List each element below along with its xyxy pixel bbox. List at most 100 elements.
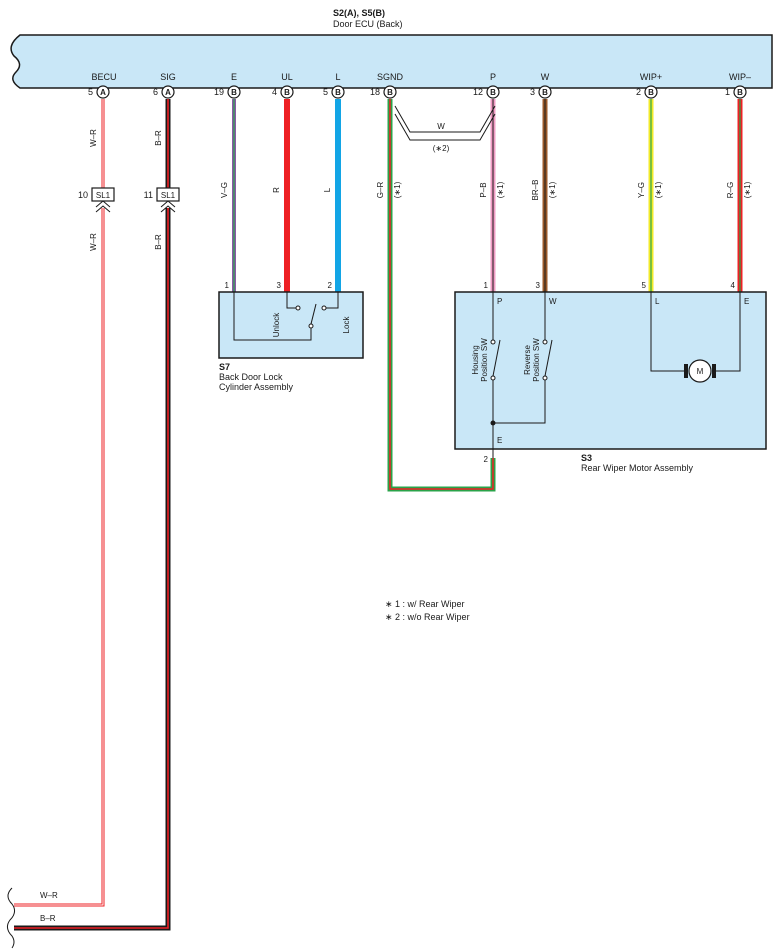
pin-connector-e — [227, 85, 241, 99]
wire-label-wip-minus: R–G — [726, 182, 735, 198]
pin-num-sig: 6 — [153, 87, 158, 97]
pin-connector-l — [331, 85, 345, 99]
pin-connector-ul — [280, 85, 294, 99]
lock-box — [218, 291, 364, 359]
wire-note-sgnd: (∗1) — [393, 181, 402, 198]
wire-sig — [14, 99, 171, 931]
pin-label-wip-minus: WIP– — [729, 72, 751, 82]
motor-ref: S3 — [581, 453, 592, 463]
pin-conn-e: B — [231, 88, 237, 97]
pin-num-ul: 4 — [272, 87, 277, 97]
rear-wiper-motor-assembly: 1 3 5 4 2 P W L E E Housing Position SW … — [454, 281, 767, 473]
wire-becu — [14, 99, 105, 907]
bottom-wire-label-1: W–R — [40, 891, 58, 900]
pin-connector-sgnd — [383, 85, 397, 99]
pin-conn-l: B — [335, 88, 341, 97]
wire-label-ul: R — [272, 187, 281, 193]
splice-connector-10: 10 SL1 — [78, 187, 115, 213]
pin-terminals: 5 A 6 A 19 B 4 B 5 B 18 B 12 B 3 B 2 B 1… — [88, 85, 747, 99]
splice-num-10: 10 — [78, 190, 88, 200]
wire-label-wip-plus: Y–G — [637, 182, 646, 198]
motor-term-l: L — [655, 297, 660, 306]
motor-pin-2: 2 — [484, 455, 489, 464]
ecu-name: Door ECU (Back) — [333, 19, 403, 29]
lock-ref: S7 — [219, 362, 230, 372]
pin-conn-sig: A — [165, 88, 171, 97]
pin-num-p: 12 — [473, 87, 483, 97]
motor-pin-1: 1 — [484, 281, 489, 290]
wire-note-w: (∗1) — [548, 181, 557, 198]
lock-name-2: Cylinder Assembly — [219, 382, 294, 392]
splice-name-11: SL1 — [161, 191, 176, 200]
motor-m-label: M — [697, 367, 704, 376]
lock-unlock-label: Unlock — [272, 312, 281, 337]
pin-label-w: W — [541, 72, 550, 82]
pin-conn-wip-minus: B — [737, 88, 743, 97]
splice-connector-11: 11 SL1 — [144, 187, 180, 213]
ecu-box — [10, 34, 773, 89]
wire-sgnd — [387, 99, 496, 492]
lock-pin-3: 3 — [277, 281, 282, 290]
pin-connector-sig — [161, 85, 175, 99]
wire-label-sgnd: G–R — [376, 182, 385, 199]
pin-label-sgnd: SGND — [377, 72, 404, 82]
ecu-ref: S2(A), S5(B) — [333, 8, 385, 18]
motor-name: Rear Wiper Motor Assembly — [581, 463, 694, 473]
pin-num-wip-minus: 1 — [725, 87, 730, 97]
wire-label-e: V–G — [220, 182, 229, 198]
pin-conn-p: B — [490, 88, 496, 97]
pin-connector-wip-plus — [644, 85, 658, 99]
pin-labels: BECU SIG E UL L SGND P W WIP+ WIP– — [91, 72, 751, 82]
motor-term-e-bottom: E — [497, 436, 502, 445]
motor-term-p: P — [497, 297, 502, 306]
pin-num-e: 19 — [214, 87, 224, 97]
lock-pin-2: 2 — [328, 281, 333, 290]
wire-label-p: P–B — [479, 182, 488, 197]
splice-name-10: SL1 — [96, 191, 111, 200]
motor-pin-5: 5 — [642, 281, 647, 290]
note-1: ∗ 1 : w/ Rear Wiper — [385, 599, 465, 609]
pin-num-becu: 5 — [88, 87, 93, 97]
lock-pin-1: 1 — [225, 281, 230, 290]
pin-label-sig: SIG — [160, 72, 176, 82]
note-2: ∗ 2 : w/o Rear Wiper — [385, 612, 470, 622]
wire-label-sig-top: B–R — [154, 130, 163, 146]
bypass-label: W — [437, 122, 445, 131]
lock-name-1: Back Door Lock — [219, 372, 283, 382]
wire-labels: W–R W–R B–R B–R V–G R L G–R (∗1) P–B (∗1… — [89, 129, 752, 251]
pin-label-becu: BECU — [91, 72, 116, 82]
pin-num-wip-plus: 2 — [636, 87, 641, 97]
reverse-sw-label-1: Reverse — [523, 345, 532, 375]
pin-label-wip-plus: WIP+ — [640, 72, 662, 82]
bypass-wire: W (∗2) — [394, 105, 496, 153]
motor-term-w: W — [549, 297, 557, 306]
bottom-wire-label-2: B–R — [40, 914, 56, 923]
pin-num-sgnd: 18 — [370, 87, 380, 97]
wire-label-sig-bottom: B–R — [154, 234, 163, 250]
pin-conn-wip-plus: B — [648, 88, 654, 97]
wire-note-wip-minus: (∗1) — [743, 181, 752, 198]
bypass-note: (∗2) — [433, 144, 450, 153]
motor-symbol — [688, 359, 712, 383]
pin-connector-w — [538, 85, 552, 99]
pin-num-w: 3 — [530, 87, 535, 97]
motor-pin-4: 4 — [731, 281, 736, 290]
lock-cylinder-assembly: 1 3 2 Unlock Lock S7 Back Door Lock Cyli… — [218, 281, 364, 392]
wire-label-w: BR–B — [531, 180, 540, 201]
pin-connector-becu — [96, 85, 110, 99]
motor-pin-3: 3 — [536, 281, 541, 290]
wire-note-p: (∗1) — [496, 181, 505, 198]
motor-term-e-top: E — [744, 297, 749, 306]
pin-label-e: E — [231, 72, 237, 82]
splice-num-11: 11 — [144, 190, 153, 200]
pin-label-p: P — [490, 72, 496, 82]
housing-sw-label-1: Housing — [471, 345, 480, 374]
housing-sw-label-2: Position SW — [480, 338, 489, 382]
pin-label-l: L — [335, 72, 340, 82]
pin-connector-p — [486, 85, 500, 99]
reverse-sw-label-2: Position SW — [532, 338, 541, 382]
pin-conn-sgnd: B — [387, 88, 393, 97]
wire-label-becu-top: W–R — [89, 129, 98, 147]
wire-label-l: L — [323, 187, 332, 192]
